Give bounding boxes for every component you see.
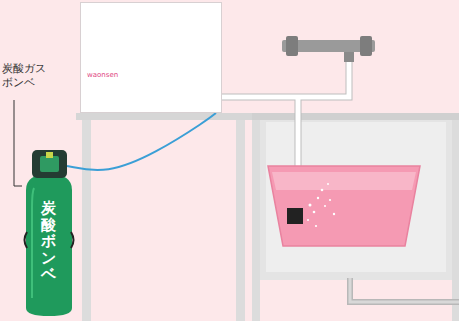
gas-hose [67, 113, 216, 170]
faucet-spout [344, 52, 354, 62]
bubbles [307, 183, 335, 227]
water-tube-outline [220, 62, 349, 97]
nozzle [287, 208, 303, 224]
valve [40, 156, 59, 172]
faucet-handle [286, 36, 298, 56]
cylinder-label: 炭酸ボンベ [41, 200, 56, 283]
pink-tub [268, 166, 420, 246]
gas-cylinder: 炭酸ボンベ [22, 148, 77, 316]
sink-inner [266, 122, 446, 272]
tub-water-surface [272, 172, 416, 190]
leader-line [14, 100, 22, 186]
sink-basin [260, 120, 452, 280]
callout-label: 炭酸ガス ボンベ [2, 62, 54, 91]
cylinder-body [26, 174, 72, 316]
brand-logo: waonsen [87, 71, 118, 79]
table-leg [236, 120, 245, 321]
chain-strap [71, 232, 74, 248]
sink-counter [252, 113, 459, 120]
cylinder-highlight [32, 188, 34, 298]
drain-pipe [350, 278, 459, 302]
chain-strap [25, 232, 28, 248]
valve-knob [46, 152, 53, 158]
faucet-handle [360, 36, 372, 56]
table-top [76, 113, 252, 120]
cylinder-cap [32, 150, 67, 178]
drain-pipe-highlight [350, 278, 459, 302]
sink-leg [252, 120, 260, 321]
table-leg [82, 120, 91, 321]
sink-leg [452, 120, 459, 321]
water-tube [220, 62, 349, 97]
device-box: waonsen [80, 2, 222, 113]
